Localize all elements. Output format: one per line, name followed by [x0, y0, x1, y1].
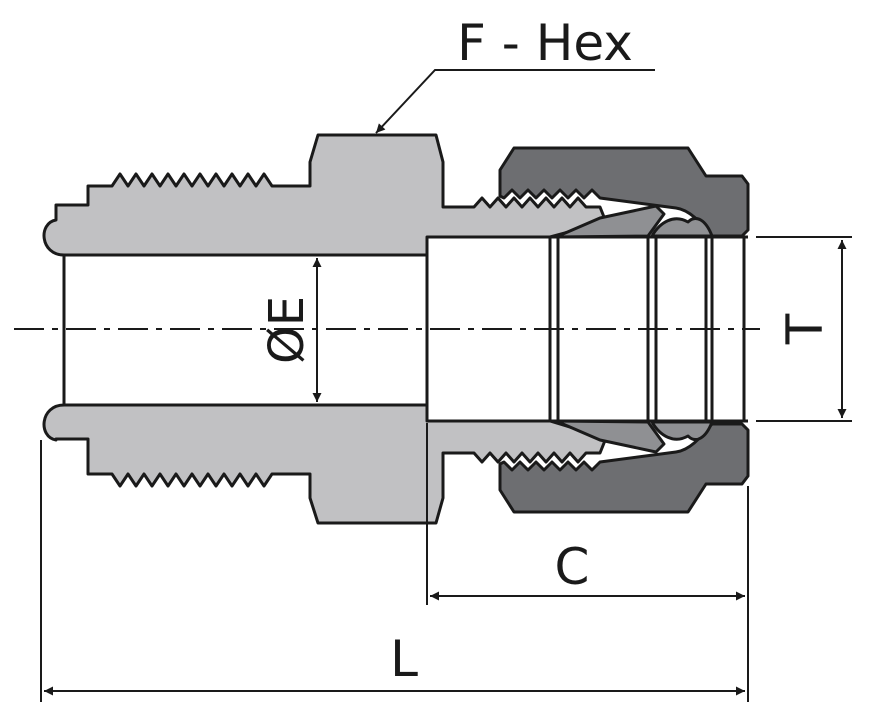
- ferrule-set: [554, 204, 714, 454]
- hex-label: F - Hex: [457, 14, 633, 72]
- nut-lower-half: [498, 422, 750, 514]
- bore-label: ØE: [259, 296, 315, 364]
- back-ferrule-upper: [650, 217, 714, 238]
- tube: [62, 235, 748, 423]
- nut-upper-half: [498, 146, 750, 238]
- body-upper-half: [42, 133, 608, 257]
- dimension-lines: [40, 69, 852, 702]
- back-ferrule-lower: [650, 420, 714, 441]
- nut-length-label: C: [555, 538, 590, 596]
- compression-nut: [498, 146, 750, 514]
- body-lower-half: [42, 403, 608, 525]
- fitting-body: [42, 133, 608, 525]
- overall-length-label: L: [390, 630, 418, 688]
- tube-od-label: T: [776, 313, 834, 345]
- hex-leader-line: [375, 69, 655, 134]
